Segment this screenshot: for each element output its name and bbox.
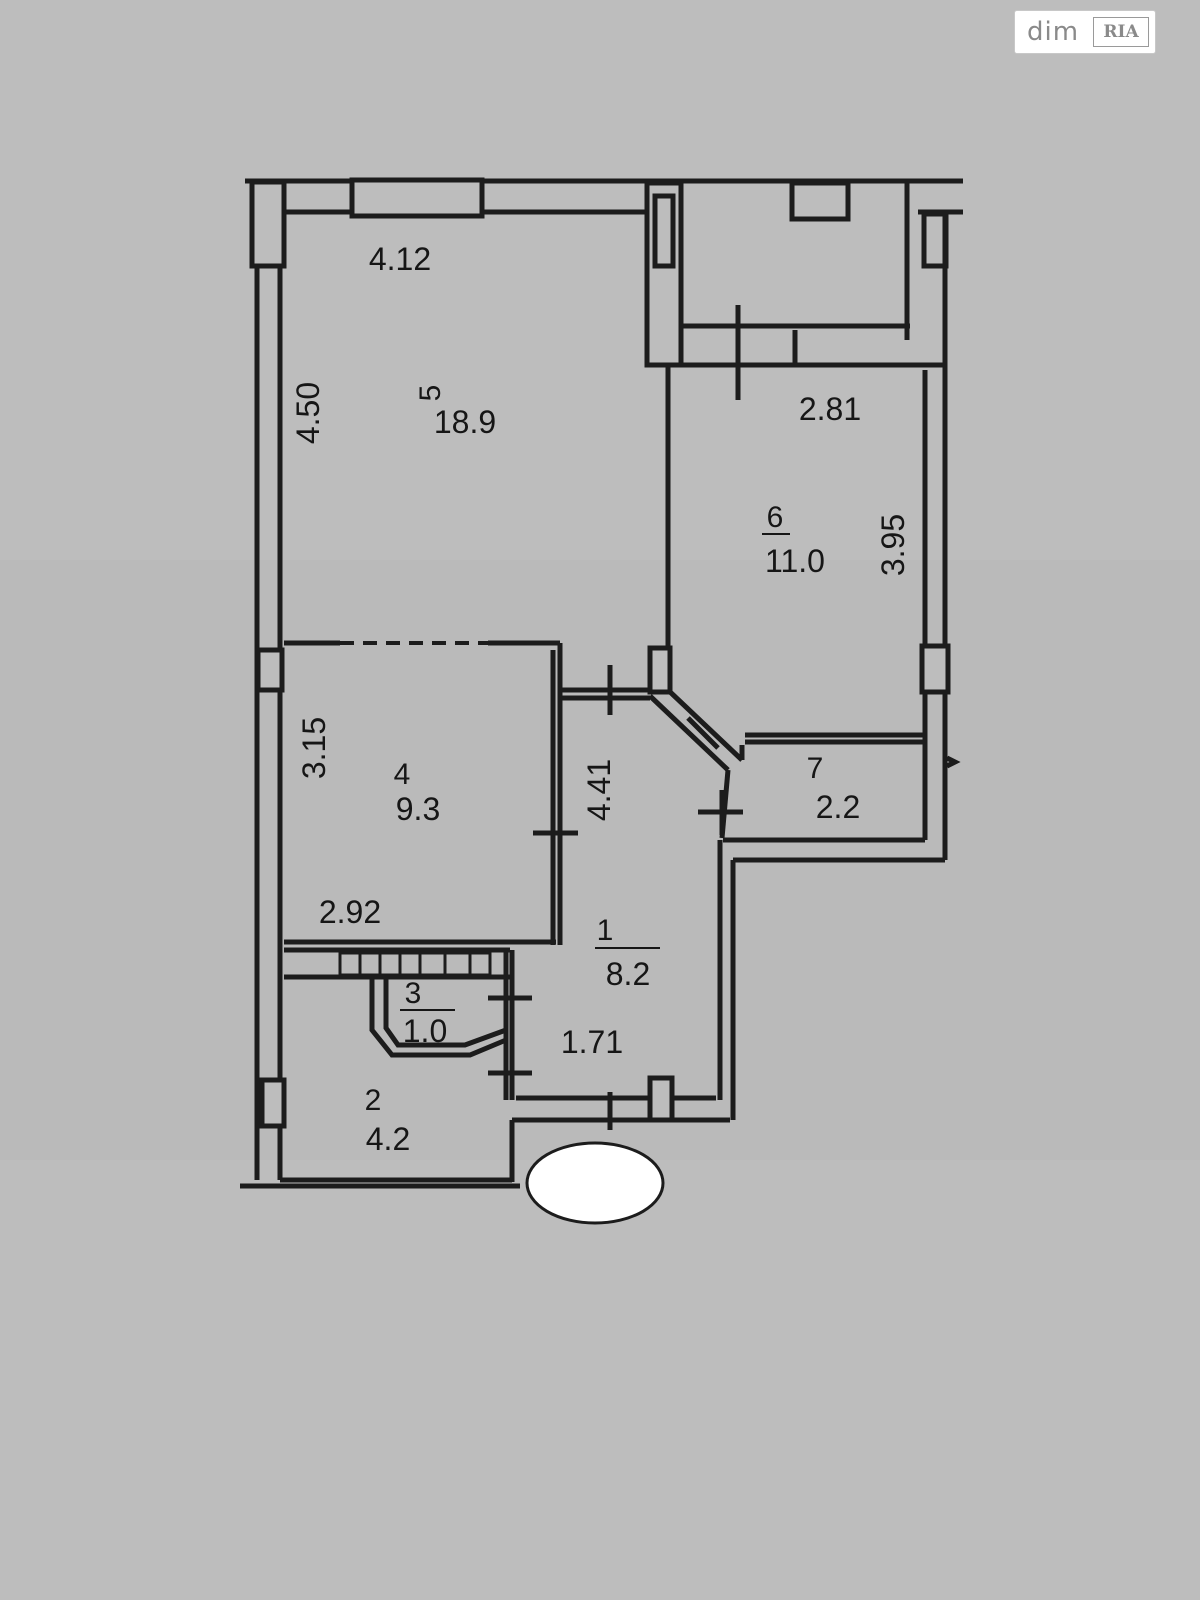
dim-room6-width: 2.81 bbox=[799, 391, 861, 427]
paper-shade bbox=[0, 560, 1200, 1160]
dim-room4-length: 3.15 bbox=[296, 717, 332, 779]
room-area: 11.0 bbox=[765, 543, 825, 579]
dimria-watermark-logo: dim RIA bbox=[1014, 10, 1156, 54]
dim-room5-length: 4.50 bbox=[290, 382, 326, 444]
entrance-marker bbox=[525, 1141, 665, 1225]
watermark-badge: RIA bbox=[1093, 17, 1150, 47]
room-number: 2 bbox=[365, 1084, 382, 1117]
watermark-brand: dim bbox=[1027, 17, 1080, 47]
room-area: 1.0 bbox=[403, 1013, 447, 1049]
room-2-label: 2 4.2 bbox=[365, 1084, 411, 1157]
room-number: 3 bbox=[405, 977, 422, 1010]
room-number: 4 bbox=[394, 758, 411, 791]
room-number: 7 bbox=[807, 752, 824, 785]
dim-hall-length: 4.41 bbox=[581, 759, 617, 821]
room-6-label: 6 11.0 bbox=[762, 501, 825, 579]
room-number: 5 bbox=[414, 385, 447, 402]
room-7-label: 7 2.2 bbox=[807, 752, 861, 825]
dim-hall-width: 1.71 bbox=[561, 1024, 623, 1060]
room-area: 2.2 bbox=[816, 789, 860, 825]
dim-room5-width: 4.12 bbox=[369, 241, 431, 277]
room-number: 1 bbox=[597, 914, 614, 947]
room-area: 8.2 bbox=[606, 956, 650, 992]
room-4-label: 4 9.3 bbox=[394, 758, 441, 827]
dim-room4-width: 2.92 bbox=[319, 894, 381, 930]
room-5-label: 5 18.9 bbox=[414, 385, 496, 440]
dim-room6-length: 3.95 bbox=[875, 514, 911, 576]
room-area: 9.3 bbox=[396, 791, 440, 827]
room-number: 6 bbox=[767, 501, 784, 534]
room-area: 18.9 bbox=[434, 404, 496, 440]
room-1-label: 1 8.2 bbox=[595, 914, 660, 992]
room-3-label: 3 1.0 bbox=[400, 977, 455, 1049]
walls bbox=[240, 177, 963, 1189]
room-area: 4.2 bbox=[366, 1121, 410, 1157]
